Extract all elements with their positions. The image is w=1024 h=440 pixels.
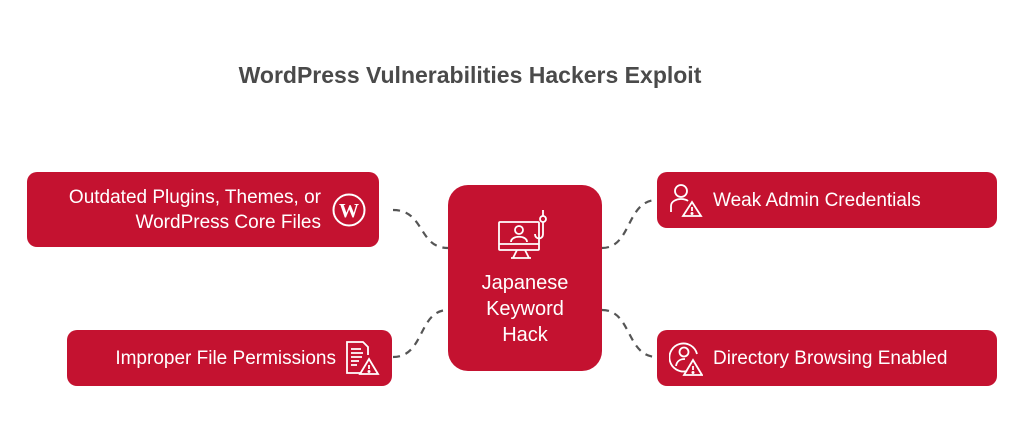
svg-text:W: W: [339, 200, 359, 222]
node-directory-browsing: Directory Browsing Enabled: [657, 330, 997, 386]
diagram-title: WordPress Vulnerabilities Hackers Exploi…: [238, 62, 702, 88]
node-weak-credentials: Weak Admin Credentials: [657, 172, 997, 228]
file-warning-icon: [346, 341, 380, 375]
user-circle-warning-icon: [669, 342, 703, 376]
node-file-permissions: Improper File Permissions: [67, 330, 392, 386]
connector-bl: [392, 308, 449, 359]
node-label: Directory Browsing Enabled: [713, 347, 948, 369]
user-warning-icon: [670, 184, 703, 217]
connector-tr: [601, 198, 658, 250]
monitor-hook-icon: [498, 210, 547, 259]
wordpress-icon: W: [332, 193, 366, 226]
connector-tl: [392, 208, 449, 250]
connector-br: [601, 308, 658, 359]
node-label: Weak Admin Credentials: [713, 189, 921, 211]
node-label: Improper File Permissions: [115, 347, 336, 369]
